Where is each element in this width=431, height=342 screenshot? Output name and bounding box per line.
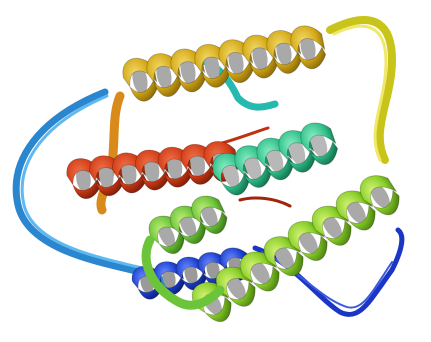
yellow-loop bbox=[330, 20, 392, 160]
teal-helix bbox=[209, 118, 342, 201]
gold-helix bbox=[120, 23, 328, 105]
green-helix bbox=[144, 190, 231, 260]
lime-helix bbox=[187, 168, 406, 329]
